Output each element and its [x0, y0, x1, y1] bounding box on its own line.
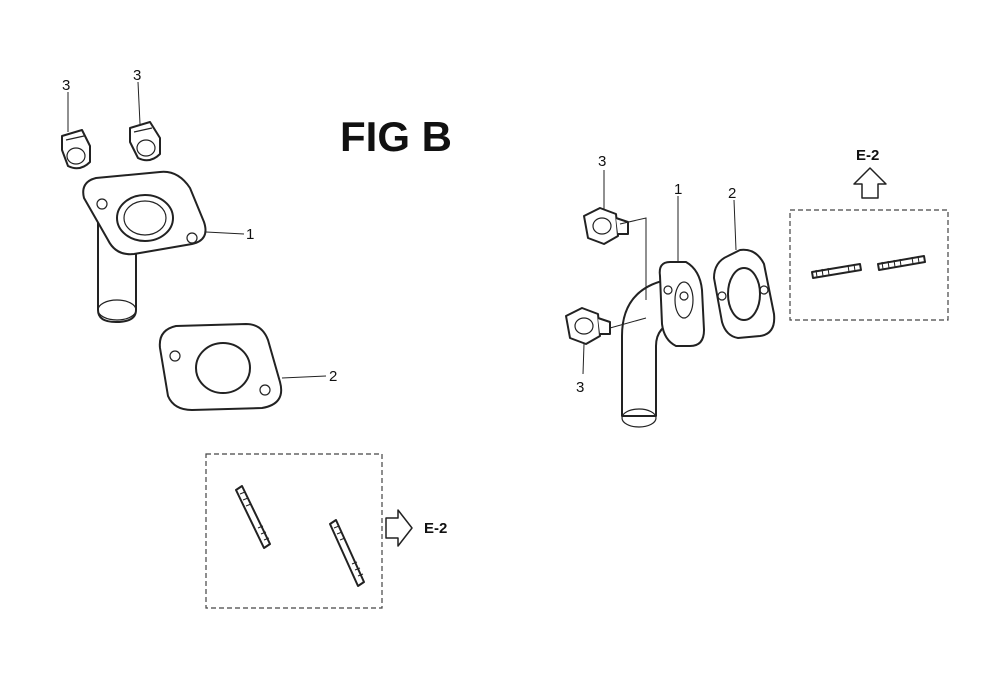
right-stud-icon-2: [877, 255, 926, 271]
right-gasket-leader: [733, 199, 737, 251]
right-bolt-upper-to-pipe-leader: [619, 217, 647, 300]
right-bolt-upper-icon: [583, 207, 629, 245]
left-reference-box: [205, 453, 383, 609]
left-callout-bolt-b: 3: [133, 67, 141, 84]
right-stud-icon: [811, 263, 862, 279]
right-callout-bolt-upper: 3: [598, 153, 606, 170]
left-reference-label: E-2: [424, 520, 447, 537]
right-assembly: 3 3 1 2 E-2: [565, 147, 949, 428]
right-callout-pipe: 1: [674, 181, 682, 198]
left-elbow-pipe-icon: [82, 170, 207, 323]
left-gasket-icon: [158, 323, 283, 411]
left-callout-pipe: 1: [246, 226, 254, 243]
right-reference-label: E-2: [856, 147, 879, 164]
right-bolt-lower-leader: [582, 343, 585, 375]
left-stud-icon-2: [329, 519, 365, 587]
right-elbow-pipe-icon: [621, 261, 705, 428]
left-bolt-a-icon: [61, 129, 91, 170]
left-gasket-leader: [281, 375, 327, 379]
right-gasket-icon: [713, 248, 776, 339]
left-callout-bolt-a: 3: [62, 77, 70, 94]
left-stud-icon: [235, 485, 271, 549]
right-reference-box: [789, 209, 949, 321]
left-arrow-icon: [385, 509, 413, 547]
right-bolt-lower-to-pipe-leader: [609, 317, 647, 329]
left-callout-gasket: 2: [329, 368, 337, 385]
right-callout-gasket: 2: [728, 185, 736, 202]
right-callout-bolt-lower: 3: [576, 379, 584, 396]
right-bolt-lower-icon: [565, 307, 611, 345]
left-bolt-b-leader: [137, 81, 141, 125]
left-assembly: 3 3 1 2 E-2: [61, 67, 447, 609]
left-bolt-b-icon: [129, 121, 161, 162]
right-arrow-icon: [853, 167, 887, 199]
left-pipe-leader: [205, 231, 245, 235]
figure-title: FIG B: [340, 113, 452, 160]
